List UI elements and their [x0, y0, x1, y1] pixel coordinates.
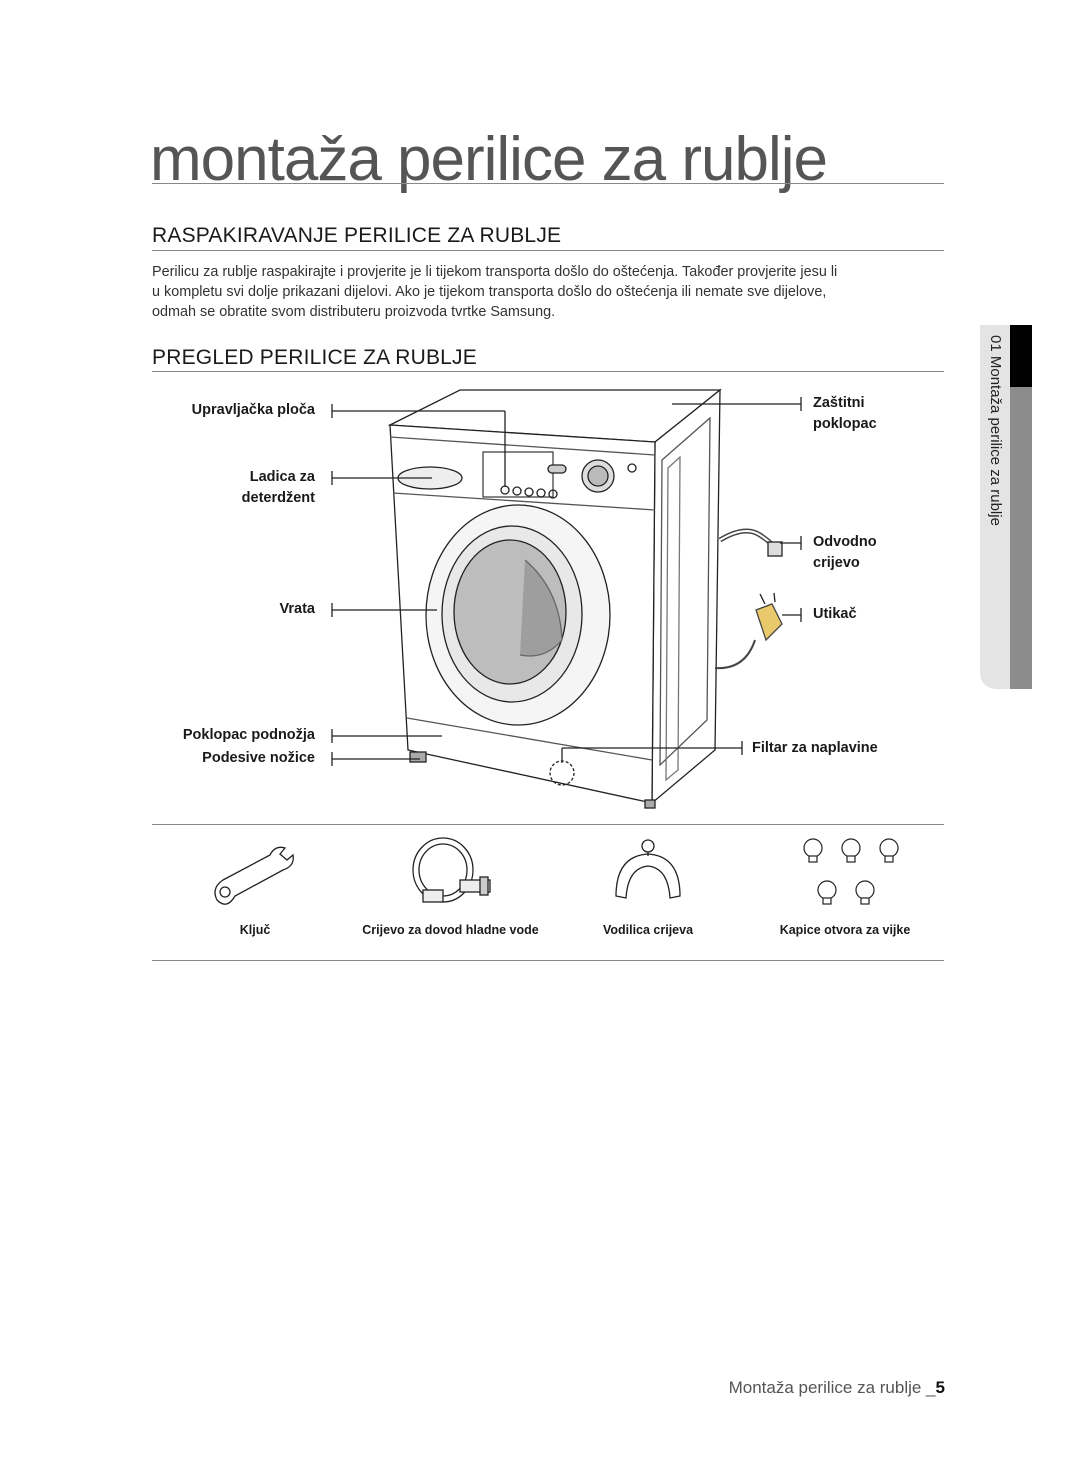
label-adjustable-feet: Podesive nožice: [202, 750, 315, 766]
inlet-hose-icon: [412, 837, 491, 903]
title-rule: [152, 183, 944, 184]
unpacking-rule: [152, 250, 944, 251]
chapter-tab: 01 Montaža perilice za rublje: [980, 325, 1032, 689]
label-debris-filter: Filtar za naplavine: [752, 740, 878, 756]
unpacking-line-2: u kompletu svi dolje prikazani dijelovi.…: [152, 284, 827, 300]
label-drain-hose: Odvodno crijevo: [813, 534, 877, 571]
page-footer: Montaža perilice za rublje _5: [728, 1378, 945, 1397]
hose-guide-icon: [615, 839, 681, 899]
accessory-label-bolt-caps: Kapice otvora za vijke: [779, 923, 911, 937]
page-number: 5: [935, 1378, 945, 1397]
unpacking-heading: RASPAKIRAVANJE PERILICE ZA RUBLJE: [152, 224, 562, 247]
accessories-top-rule: [152, 824, 944, 825]
overview-heading: PREGLED PERILICE ZA RUBLJE: [152, 346, 477, 369]
unpacking-text: Perilicu za rublje raspakirajte i provje…: [152, 262, 952, 322]
bolt-hole-caps-icon: [803, 838, 899, 905]
accessory-label-inlet-hose: Crijevo za dovod hladne vode: [362, 923, 539, 937]
label-plinth-cover: Poklopac podnožja: [182, 727, 315, 743]
label-control-panel: Upravljačka ploča: [191, 402, 315, 418]
unpacking-line-3: odmah se obratite svom distributeru proi…: [152, 304, 556, 320]
label-top-cover: Zaštitni poklopac: [813, 395, 877, 432]
page-title: montaža perilice za rublje: [150, 125, 828, 194]
spanner-icon: [214, 846, 294, 905]
unpacking-line-1: Perilicu za rublje raspakirajte i provje…: [152, 264, 838, 280]
accessory-label-spanner: Ključ: [239, 923, 271, 937]
label-detergent-drawer: Ladica za deterdžent: [241, 469, 315, 506]
accessory-label-hose-guide: Vodilica crijeva: [602, 923, 694, 937]
chapter-tab-label: 01 Montaža perilice za rublje: [987, 335, 1004, 526]
label-door: Vrata: [279, 601, 315, 617]
accessories-bottom-rule: [152, 960, 944, 961]
overview-rule: [152, 371, 944, 372]
label-plug: Utikač: [813, 606, 857, 622]
